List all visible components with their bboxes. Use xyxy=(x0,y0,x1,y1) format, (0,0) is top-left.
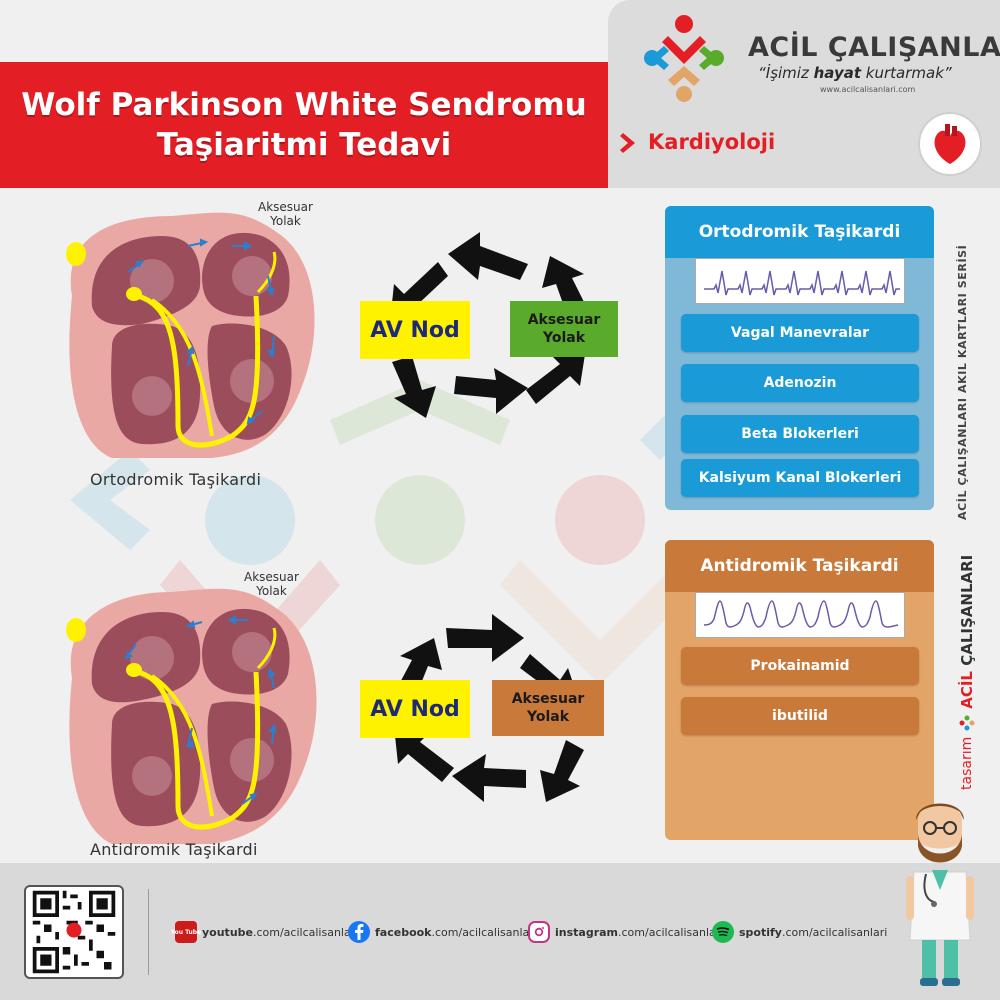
page-title-line-1: Wolf Parkinson White Sendromu xyxy=(21,87,587,123)
heart-icon xyxy=(934,124,966,164)
instagram-link-text: instagram.com/acilcalisanlari xyxy=(555,926,723,939)
brand-mini-logo-icon xyxy=(959,715,975,731)
treatment-beta-blockers[interactable]: Beta Blokerleri xyxy=(681,415,919,453)
facebook-icon xyxy=(348,921,370,943)
facebook-link-rest: .com/acilcalisanlari xyxy=(431,925,537,939)
panel-antidromic: Antidromik Taşikardi Prokainamid ibutili… xyxy=(665,540,934,840)
brand-box: ACİL ÇALIŞANLARI “İşimiz hayat kurtarmak… xyxy=(608,0,1000,188)
accessory-box-line: Aksesuar xyxy=(511,691,585,707)
ecg-narrow-complex-icon xyxy=(704,270,900,296)
heart-diagram-antidromic xyxy=(66,588,317,844)
youtube-icon: You Tube xyxy=(171,921,201,943)
design-brand: ACİL ÇALIŞANLARI xyxy=(958,555,976,709)
accessory-pathway-label-bottom: Aksesuar Yolak xyxy=(244,570,299,598)
spotify-icon xyxy=(712,921,734,943)
av-node-box-bottom: AV Nod xyxy=(360,680,470,738)
treatment-adenosine[interactable]: Adenozin xyxy=(681,364,919,402)
design-brand-a: ACİL xyxy=(958,671,976,709)
av-node-label: AV Nod xyxy=(370,317,460,343)
brand-slogan: “İşimiz hayat kurtarmak” xyxy=(758,64,952,82)
slogan-part: “İşimiz xyxy=(758,64,814,82)
treatment-ibutilide[interactable]: ibutilid xyxy=(681,697,919,735)
accessory-pathway-box-bottom: Aksesuar Yolak xyxy=(492,680,604,736)
page-title-line-2: Taşiaritmi Tedavi xyxy=(156,127,452,163)
brand-name: ACİL ÇALIŞANLARI xyxy=(748,32,1000,63)
accessory-pathway-label-top: Aksesuar Yolak xyxy=(258,200,313,228)
treatment-procainamide[interactable]: Prokainamid xyxy=(681,647,919,685)
social-instagram-link[interactable]: instagram.com/acilcalisanlari xyxy=(528,921,723,943)
spotify-link-bold: spotify xyxy=(739,925,782,939)
brand-url: www.acilcalisanlari.com xyxy=(820,85,916,94)
diagram-caption-orthodromic: Ortodromik Taşikardi xyxy=(90,470,262,489)
social-spotify-link[interactable]: spotify.com/acilcalisanlari xyxy=(712,921,887,943)
accessory-box-line: Aksesuar xyxy=(527,312,601,328)
design-label: tasarım xyxy=(959,736,975,790)
cycle-arrows-antidromic xyxy=(394,614,584,802)
av-node-label: AV Nod xyxy=(370,696,460,722)
slogan-bold: hayat xyxy=(813,64,862,82)
ecg-strip-narrow xyxy=(695,258,905,304)
category-badge xyxy=(918,112,982,176)
slogan-part: kurtarmak” xyxy=(861,64,952,82)
heart-diagram-orthodromic xyxy=(66,212,315,458)
spotify-link-text: spotify.com/acilcalisanlari xyxy=(739,926,887,939)
panel-title-orthodromic: Ortodromik Taşikardi xyxy=(665,206,934,258)
ecg-wide-complex-icon xyxy=(703,600,899,628)
instagram-link-bold: instagram xyxy=(555,925,619,939)
accessory-box-line: Yolak xyxy=(526,709,570,725)
youtube-link-rest: .com/acilcalisanlari xyxy=(252,925,359,939)
accessory-pathway-box-top: Aksesuar Yolak xyxy=(510,301,618,357)
design-brand-b: ÇALIŞANLARI xyxy=(958,554,976,671)
accessory-label-line: Yolak xyxy=(270,214,301,228)
chevron-right-icon xyxy=(620,133,635,153)
accessory-label-line: Aksesuar xyxy=(258,200,313,214)
diagram-caption-antidromic: Antidromik Taşikardi xyxy=(90,840,258,859)
accessory-label-line: Yolak xyxy=(256,584,287,598)
av-node-box-top: AV Nod xyxy=(360,301,470,359)
treatment-vagal-maneuvers[interactable]: Vagal Manevralar xyxy=(681,314,919,352)
category-label: Kardiyoloji xyxy=(648,130,776,154)
footer-divider xyxy=(148,889,149,975)
accessory-box-line: Yolak xyxy=(542,330,586,346)
ecg-strip-wide xyxy=(695,592,905,638)
youtube-link-text: youtube.com/acilcalisanlari xyxy=(202,926,358,939)
qr-code-icon xyxy=(32,890,116,974)
qr-code[interactable] xyxy=(24,885,124,979)
design-credit-vertical: tasarım ACİL ÇALIŞANLARI xyxy=(958,555,976,790)
accessory-label-line: Aksesuar xyxy=(244,570,299,584)
panel-title-antidromic: Antidromik Taşikardi xyxy=(665,540,934,592)
footer: You Tube youtube.com/acilcalisanlari fac… xyxy=(0,863,1000,1000)
series-label-vertical: ACİL ÇALIŞANLARI AKIL KARTLARI SERİSİ xyxy=(956,244,969,520)
panel-orthodromic: Ortodromik Taşikardi Vagal Manevralar Ad… xyxy=(665,206,934,510)
facebook-link-text: facebook.com/acilcalisanlari xyxy=(375,926,537,939)
brand-logo-icon xyxy=(644,15,724,102)
instagram-link-rest: .com/acilcalisanlari xyxy=(618,925,724,939)
youtube-link-bold: youtube xyxy=(202,925,253,939)
social-facebook-link[interactable]: facebook.com/acilcalisanlari xyxy=(348,921,537,943)
facebook-link-bold: facebook xyxy=(375,925,432,939)
social-youtube-link[interactable]: You Tube youtube.com/acilcalisanlari xyxy=(171,921,358,943)
spotify-link-rest: .com/acilcalisanlari xyxy=(781,925,888,939)
doctor-mascot-icon xyxy=(906,803,974,986)
instagram-icon xyxy=(528,921,550,943)
title-banner: Wolf Parkinson White Sendromu Taşiaritmi… xyxy=(0,62,608,188)
treatment-calcium-channel-blockers[interactable]: Kalsiyum Kanal Blokerleri xyxy=(681,459,919,497)
